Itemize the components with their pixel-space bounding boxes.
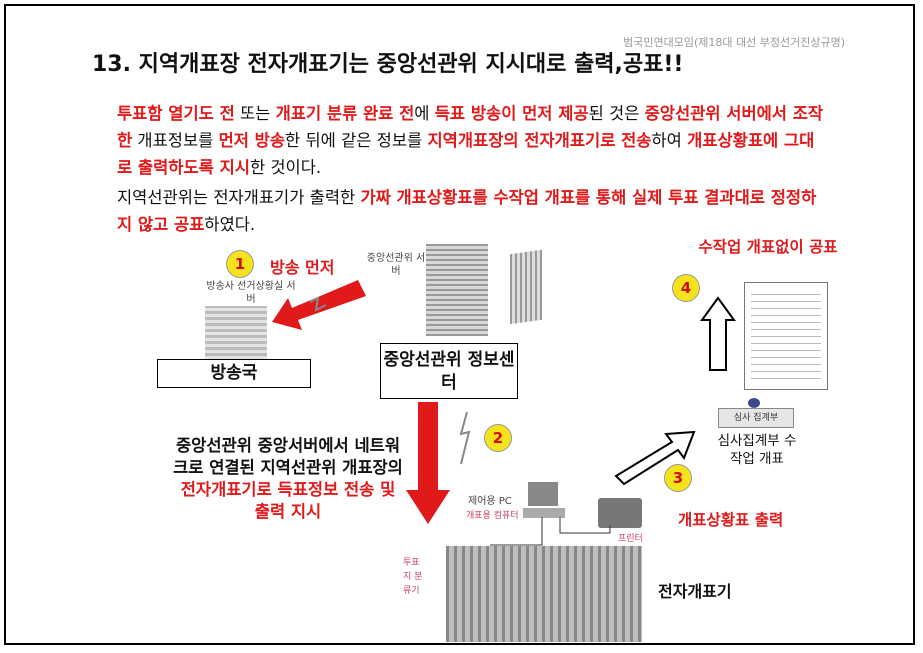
review-desk-sign: 심사 집계부 xyxy=(718,408,794,428)
step-3-label: 개표상황표 출력 xyxy=(678,508,783,530)
text-run: 중앙선관위 중앙서버에서 네트워크로 연결된 지역선관위 개표장의 xyxy=(173,436,403,477)
step-2-badge: 2 xyxy=(484,424,512,452)
text-run: 전자개표기로 득표정보 전송 및 출력 지시 xyxy=(181,480,396,521)
text-run: 지역선관위는 전자개표기가 출력한 xyxy=(117,188,360,207)
server-rack-image xyxy=(510,250,542,324)
broadcaster-box: 방송국 xyxy=(157,359,311,388)
step-4-label: 수작업 개표없이 공표 xyxy=(694,236,842,258)
counting-machine-image xyxy=(446,546,642,642)
pc-monitor-image xyxy=(528,482,558,506)
broadcast-arrow xyxy=(270,278,370,333)
text-run: 하였다. xyxy=(204,215,255,234)
network-lightning-icon xyxy=(455,410,475,470)
paragraph-2: 지역선관위는 전자개표기가 출력한 가짜 개표상황표를 수작업 개표를 통해 실… xyxy=(117,184,829,238)
result-sheet-image xyxy=(744,282,828,390)
text-run: 득표 방송이 먼저 제공 xyxy=(435,104,589,123)
server-caption: 중앙선관위 서버 xyxy=(366,252,426,278)
central-server-image xyxy=(426,244,488,336)
person-icon xyxy=(748,398,760,408)
text-run: 한 뒤에 같은 정보를 xyxy=(285,131,427,150)
machine-handwriting: 투표지 분류기 xyxy=(403,556,427,598)
nec-info-center-box: 중앙선관위 정보센터 xyxy=(380,343,518,399)
text-run: 한 것이다. xyxy=(250,158,321,177)
text-run: 투표함 열기도 전 xyxy=(117,104,235,123)
text-run: 또는 xyxy=(235,104,276,123)
step-3-badge: 3 xyxy=(664,464,692,492)
text-run: 지역개표장의 전자개표기로 전송 xyxy=(427,131,651,150)
step-4-badge: 4 xyxy=(672,274,700,302)
review-label: 심사집계부 수작업 개표 xyxy=(712,432,802,468)
text-run: 개표기 분류 완료 전 xyxy=(276,104,415,123)
machine-label: 전자개표기 xyxy=(658,578,732,602)
slide-title: 13. 지역개표장 전자개표기는 중앙선관위 지시대로 출력,공표!! xyxy=(92,46,683,78)
paragraph-1: 투표함 열기도 전 또는 개표기 분류 완료 전에 득표 방송이 먼저 제공된 … xyxy=(117,100,829,181)
broadcaster-server-image xyxy=(205,306,267,362)
step-1-label: 방송 먼저 xyxy=(270,254,334,278)
text-run: 된 것은 xyxy=(589,104,645,123)
text-run: 먼저 방송 xyxy=(219,131,285,150)
text-run: 에 xyxy=(414,104,434,123)
transmit-arrow xyxy=(404,402,454,526)
step-2-description: 중앙선관위 중앙서버에서 네트워크로 연결된 지역선관위 개표장의 전자개표기로… xyxy=(172,435,404,523)
text-run: 하여 xyxy=(651,131,687,150)
text-run: 개표정보를 xyxy=(132,131,218,150)
step-4-arrow xyxy=(698,296,738,374)
step-1-badge: 1 xyxy=(226,250,254,278)
